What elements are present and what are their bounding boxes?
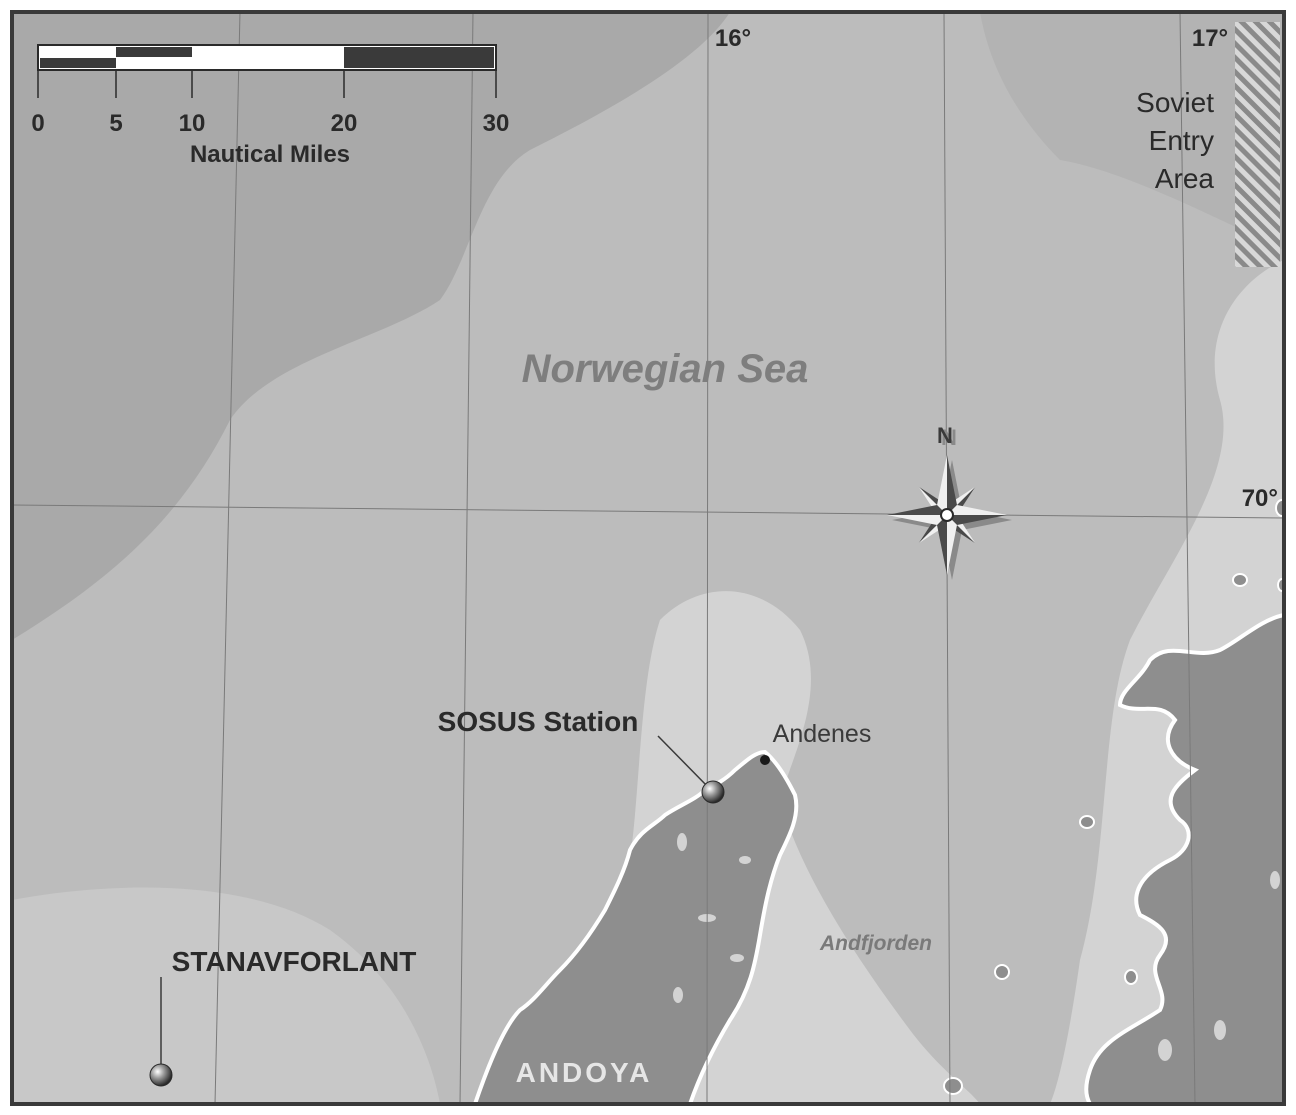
meridian-line [459, 12, 474, 1104]
lake [1270, 871, 1280, 889]
latitude-label-70: 70° [1242, 485, 1278, 512]
andenes-town-marker[interactable] [760, 755, 770, 765]
scale-segment [40, 47, 116, 57]
soviet-entry-label-line2: Entry [1149, 125, 1214, 156]
andoya-island [472, 749, 799, 1104]
sosus-station-marker[interactable] [701, 780, 725, 804]
longitude-label-17: 17° [1192, 25, 1228, 52]
scale-segment [40, 58, 116, 68]
soviet-entry-area-hatch [1235, 22, 1280, 267]
mainland-east [1084, 612, 1284, 1104]
compass-north-label: N [937, 423, 953, 448]
stanavforlant-marker[interactable] [149, 1063, 173, 1087]
scale-tick-label: 20 [331, 110, 358, 137]
scale-segment [116, 58, 192, 68]
lake [1214, 1020, 1226, 1040]
lake [677, 833, 687, 851]
scale-segment [344, 47, 494, 68]
scale-tick-label: 0 [31, 110, 44, 137]
islet [943, 1077, 963, 1095]
islet [1232, 573, 1248, 587]
andenes-label: Andenes [773, 720, 872, 748]
sosus-station-label: SOSUS Station [438, 706, 639, 737]
islet [994, 964, 1010, 980]
scale-segment [192, 47, 344, 68]
islet [1124, 969, 1138, 985]
scale-segment [116, 47, 192, 57]
lake [1158, 1039, 1172, 1061]
scale-unit-label: Nautical Miles [190, 141, 350, 168]
meridian-line [214, 12, 241, 1104]
scale-tick-label: 5 [109, 110, 122, 137]
island-name-label: ANDOYA [516, 1057, 653, 1088]
lake [673, 987, 683, 1003]
bay-name-label: Andfjorden [819, 932, 932, 955]
sosus-leader-line [657, 735, 711, 790]
sea-name-label: Norwegian Sea [522, 347, 809, 391]
shallow-water-west [12, 887, 440, 1104]
scale-bar: 0 5 10 20 30 Nautical Miles [31, 44, 510, 168]
soviet-entry-label-line3: Area [1155, 163, 1215, 194]
soviet-entry-label-line1: Soviet [1136, 87, 1214, 118]
lake [730, 954, 744, 962]
compass-rose-icon [887, 455, 1012, 580]
scale-tick-label: 10 [179, 110, 206, 137]
islet [1079, 815, 1095, 829]
deep-water-zone [12, 12, 730, 640]
map-border [10, 10, 1286, 1106]
scale-tick-label: 30 [483, 110, 510, 137]
latitude-line-70 [12, 504, 1284, 519]
longitude-label-16: 16° [715, 25, 751, 52]
lake [739, 856, 751, 864]
deep-water-upper-right [980, 12, 1284, 250]
land-masses [472, 499, 1284, 1104]
stanavforlant-label: STANAVFORLANT [172, 946, 417, 977]
meridian-line-17 [1179, 12, 1196, 1104]
meridian-line-16 [706, 12, 709, 1104]
compass-north-shadow: N [941, 425, 957, 450]
